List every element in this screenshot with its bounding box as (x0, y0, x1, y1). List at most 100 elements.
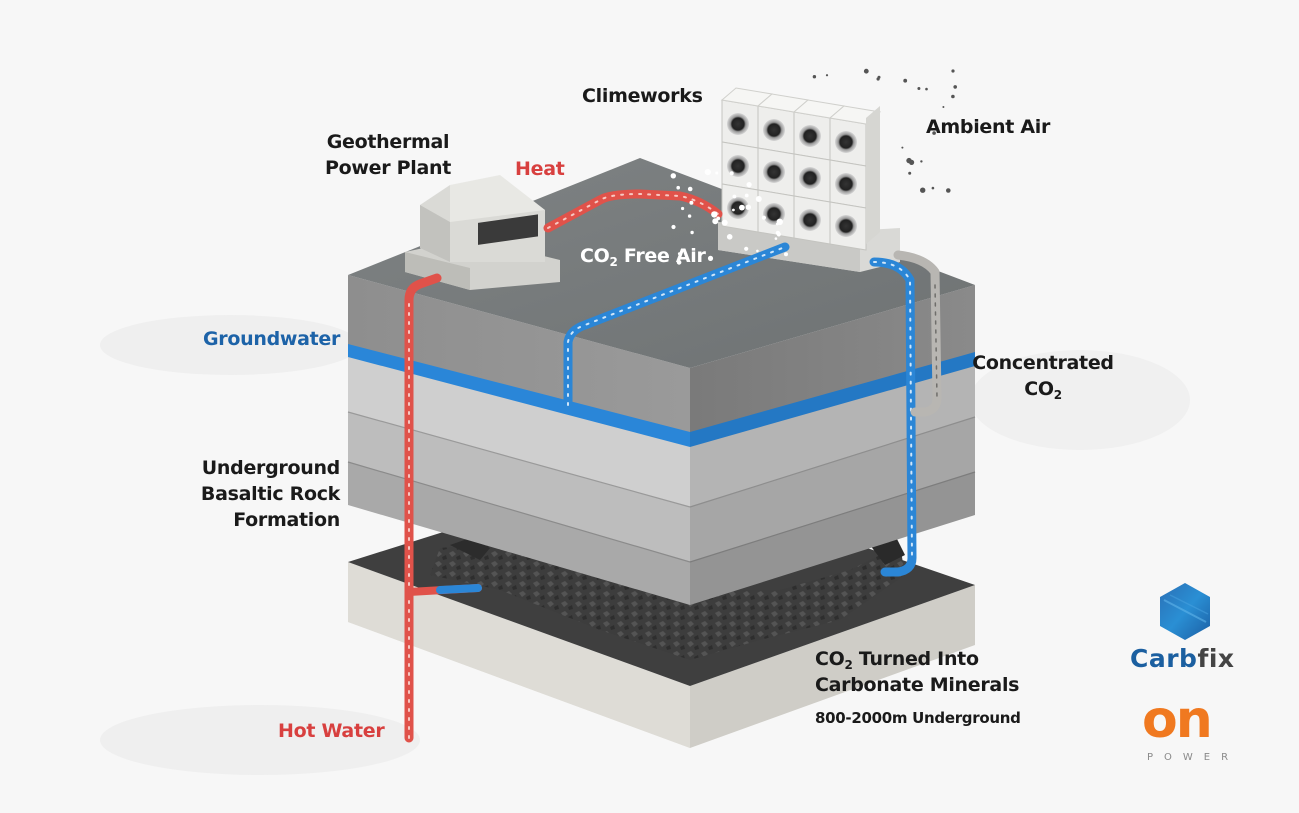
air-particle (946, 188, 951, 193)
dac-module (721, 141, 759, 191)
dac-module (829, 117, 867, 167)
free-air-particle (670, 173, 676, 179)
dac-module (793, 153, 831, 203)
carbfix-logo-part1: Carb (1130, 644, 1198, 673)
co2-pipe (893, 250, 942, 417)
label-geothermal-line1: Geothermal (326, 131, 450, 153)
carbfix-logo: Carbfix (1130, 644, 1235, 673)
dac-module-side (866, 106, 880, 244)
free-air-particle (745, 204, 751, 210)
concentrated-co2-subscript: 2 (1053, 388, 1062, 402)
free-air-particle (726, 234, 733, 240)
free-air-particle (732, 194, 737, 199)
air-particle (863, 68, 869, 74)
air-particle (951, 94, 955, 99)
fan-icon (727, 197, 749, 219)
air-particle (956, 131, 960, 134)
shadow-right (970, 350, 1190, 450)
free-air-particle (746, 182, 752, 188)
free-air-particle (761, 215, 767, 220)
free-air-particle (711, 211, 718, 218)
label-heat: Heat (515, 158, 565, 180)
label-hot-water: Hot Water (278, 720, 385, 742)
air-particle (953, 85, 957, 89)
fan-icon (799, 167, 821, 189)
free-air-particle (687, 186, 693, 192)
air-particle (951, 69, 955, 73)
air-particle (917, 87, 921, 90)
top-slab (348, 158, 975, 432)
air-particle (903, 78, 908, 83)
free-air-particle (715, 171, 719, 175)
free-air-particle (676, 185, 680, 190)
co2-free-air-suffix: Free Air (617, 245, 706, 267)
air-particle (920, 187, 926, 193)
geothermal-plant (405, 175, 560, 290)
fan-icon (799, 209, 821, 231)
free-air-particle (784, 252, 788, 257)
free-air-particle (744, 193, 749, 198)
label-concentrated-line1: Concentrated (972, 352, 1114, 374)
free-air-particle (677, 252, 681, 256)
label-ambient-air: Ambient Air (926, 116, 1051, 138)
air-particle (920, 160, 923, 163)
air-particle (825, 74, 829, 77)
free-air-particle (739, 204, 745, 211)
fan-icon (763, 161, 785, 183)
air-particle (932, 131, 936, 135)
fan-icon (835, 173, 857, 195)
carbfix-logo-icon (1160, 583, 1210, 640)
dac-module (829, 159, 867, 209)
air-particle (909, 159, 915, 165)
rock-layer-2 (347, 355, 976, 508)
free-air-particle (676, 260, 682, 265)
air-particle (908, 171, 912, 175)
on-power-logo: on (1142, 690, 1213, 750)
free-air-particle (721, 219, 728, 226)
label-concentrated-co2: Concentrated CO2 (972, 350, 1114, 402)
label-geothermal-power-plant: Geothermal Power Plant (325, 129, 451, 181)
free-air-particle (712, 218, 719, 225)
label-basalt-line2: Basaltic Rock (200, 483, 340, 505)
groundwater-layer (348, 342, 975, 447)
label-co2-turned-into-carbonate: CO2 Turned Into Carbonate Minerals (815, 646, 1019, 698)
water-pipe (563, 242, 917, 577)
dac-module (721, 99, 759, 149)
label-basalt-line1: Underground (201, 457, 341, 479)
free-air-particle (716, 216, 721, 221)
free-air-particle (707, 255, 714, 261)
free-air-particle (729, 171, 734, 176)
co2-free-air-prefix: CO (580, 245, 610, 267)
turned-subscript: 2 (844, 658, 853, 672)
label-co2-free-air: CO2 Free Air (580, 243, 706, 269)
label-climeworks: Climeworks (582, 85, 703, 107)
free-air-particle (704, 169, 711, 176)
turned-prefix: CO (815, 648, 845, 670)
free-air-particle (671, 224, 676, 230)
dac-module (793, 111, 831, 161)
free-air-particle (776, 232, 781, 237)
free-air-particle (755, 196, 762, 202)
air-particle (901, 146, 904, 149)
dac-module (829, 201, 867, 251)
air-particle (812, 75, 817, 79)
fan-icon (763, 119, 785, 141)
shadow-bottom (100, 705, 420, 775)
dac-module (757, 189, 795, 239)
free-air-particle (756, 249, 759, 253)
label-turned-line2: Carbonate Minerals (815, 674, 1020, 696)
dac-module (757, 105, 795, 155)
free-air-particle (689, 200, 694, 205)
rock-layer-4 (348, 460, 975, 605)
label-basalt-line3: Formation (233, 509, 340, 531)
air-particle (876, 77, 880, 81)
co2-free-air-particles (670, 169, 788, 265)
free-air-particle (681, 206, 685, 211)
fan-icon (835, 131, 857, 153)
turned-suffix: Turned Into (852, 648, 979, 670)
air-particle (925, 87, 928, 91)
free-air-particle (774, 237, 778, 240)
shadow-left (100, 315, 360, 375)
dac-unit (718, 87, 900, 272)
